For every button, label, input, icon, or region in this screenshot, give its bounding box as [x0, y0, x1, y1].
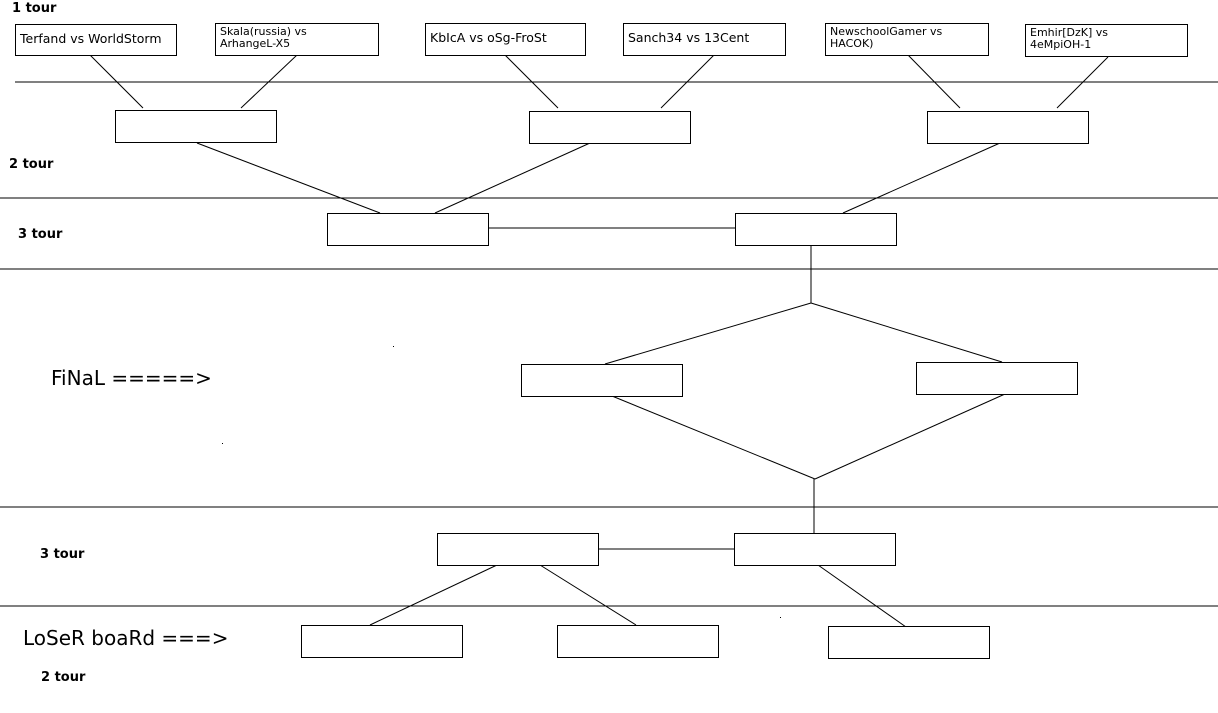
round3-slot-box	[327, 213, 489, 246]
connector-line	[660, 54, 715, 109]
match-text: Emhir[DzK] vs 4eMpiOH-1	[1030, 26, 1108, 51]
loser-round3-slot-box	[437, 533, 599, 566]
connector-line	[539, 564, 637, 626]
match-text: Skala(russia) vs ArhangeL-X5	[220, 25, 307, 50]
connector-line	[810, 302, 1003, 363]
connector-line	[89, 54, 144, 109]
connector-line	[611, 395, 816, 480]
final-label: FiNaL =====>	[51, 366, 212, 390]
round1-match-box: KbIcA vs oSg-FroSt	[425, 23, 586, 56]
connector-line	[604, 302, 812, 365]
stray-pixel	[393, 346, 394, 347]
stray-pixel	[780, 617, 781, 618]
connector-line	[434, 142, 591, 214]
connector-line	[842, 142, 1001, 214]
round-label-loser-tour2: 2 tour	[41, 670, 86, 685]
match-text: NewschoolGamer vs HACOK)	[830, 25, 943, 50]
connector-line	[817, 564, 907, 628]
round2-slot-box	[115, 110, 277, 143]
round1-match-box: Emhir[DzK] vs 4eMpiOH-1	[1025, 24, 1188, 57]
round-label-tour3-lower: 3 tour	[40, 547, 85, 562]
connector-line	[196, 142, 381, 214]
final-slot-box	[916, 362, 1078, 395]
round-label-tour2: 2 tour	[9, 157, 54, 172]
connector-line	[814, 393, 1006, 480]
round1-match-box: Terfand vs WorldStorm	[15, 24, 177, 56]
round1-match-box: Sanch34 vs 13Cent	[623, 23, 786, 56]
loser-round2-slot-box	[301, 625, 463, 658]
connector-line	[504, 54, 559, 109]
loser-round2-slot-box	[828, 626, 990, 659]
match-text: KbIcA vs oSg-FroSt	[430, 30, 547, 45]
connector-line	[1056, 56, 1109, 109]
loser-round3-slot-box	[734, 533, 896, 566]
round3-slot-box	[735, 213, 897, 246]
round2-slot-box	[529, 111, 691, 144]
loser-round2-slot-box	[557, 625, 719, 658]
loser-board-label: LoSeR boaRd ===>	[23, 626, 229, 650]
round-label-tour3-upper: 3 tour	[18, 227, 63, 242]
connector-line	[240, 54, 298, 109]
round1-match-box: NewschoolGamer vs HACOK)	[825, 23, 989, 56]
stray-pixel	[222, 443, 223, 444]
connector-line	[369, 564, 498, 626]
round1-match-box: Skala(russia) vs ArhangeL-X5	[215, 23, 379, 56]
match-text: Terfand vs WorldStorm	[20, 31, 162, 46]
final-slot-box	[521, 364, 683, 397]
round2-slot-box	[927, 111, 1089, 144]
match-text: Sanch34 vs 13Cent	[628, 30, 750, 45]
round-label-tour1: 1 tour	[12, 1, 57, 16]
connector-line	[907, 54, 961, 109]
